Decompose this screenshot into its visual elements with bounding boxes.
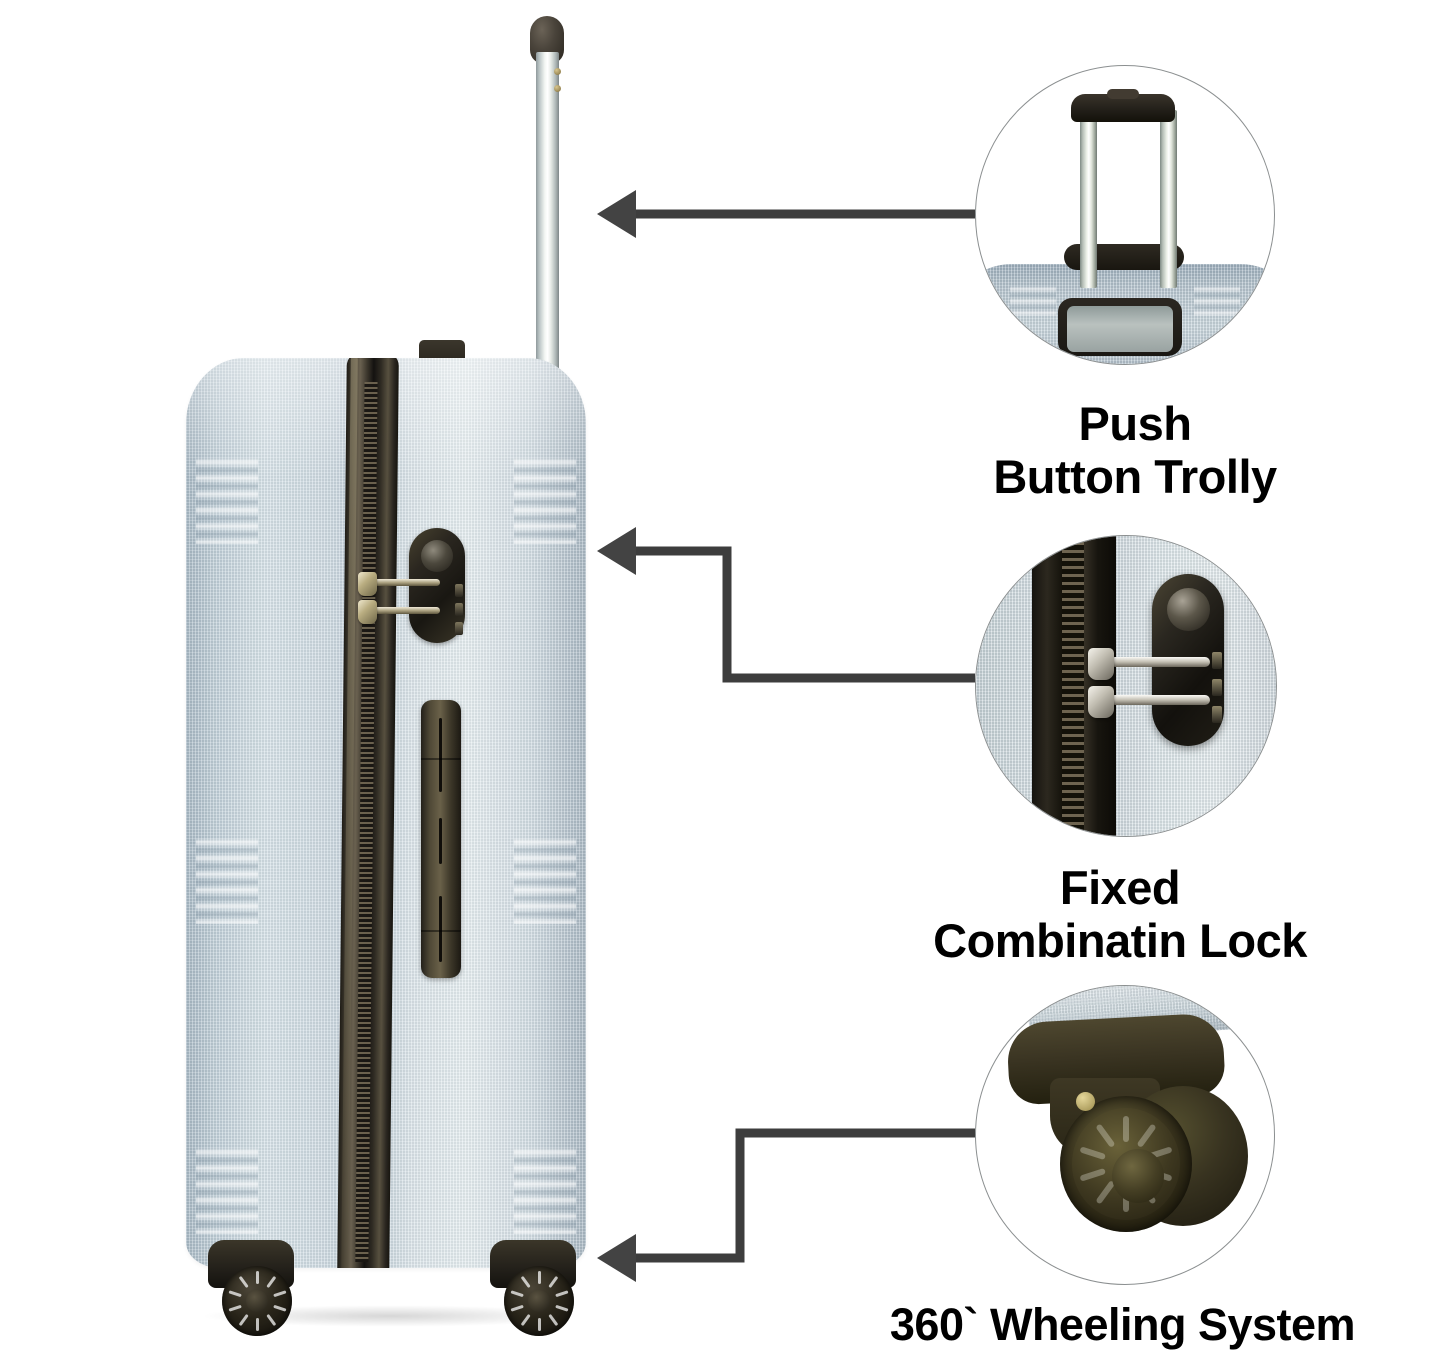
label-line: Fixed [1059, 861, 1181, 914]
callout-zipper-pull-tab [1088, 648, 1114, 680]
handle-seam [421, 930, 461, 932]
wheel-spoke [554, 1290, 568, 1298]
wheel-hub [528, 1290, 550, 1312]
zipper-pull-arm [374, 579, 440, 586]
wheel-spoke [537, 1271, 541, 1284]
trolley-rivet-icon [554, 68, 561, 75]
handle-slot [439, 896, 442, 962]
callout-push-button-trolly [975, 65, 1275, 365]
handle-slot [439, 818, 442, 864]
wheel-spoke [547, 1313, 558, 1327]
feature-label-fixed-combination-lock: Fixed Combinatin Lock [800, 861, 1440, 967]
side-carry-handle [421, 700, 461, 978]
callout-zipper-band [1032, 536, 1116, 836]
wheel-spoke [228, 1290, 242, 1298]
callout-lock-dial-icon [1212, 706, 1222, 723]
shell-rib-group [514, 458, 576, 544]
wheel-spoke [255, 1318, 259, 1331]
callout-handle-tube-left [1080, 110, 1097, 288]
wheel-spoke [238, 1275, 249, 1289]
wheel-spoke [510, 1290, 524, 1298]
callout-shell-background [976, 536, 1276, 836]
callout-wheel-rim [1072, 1108, 1180, 1220]
wheel-spoke [520, 1313, 531, 1327]
zipper-pull-arm [374, 607, 440, 614]
wheel-spoke [537, 1318, 541, 1331]
product-shadow [200, 1305, 580, 1327]
lock-dial-icon [455, 584, 463, 597]
callout-wheel-front-tire [1060, 1096, 1192, 1232]
callout-handle-base-plate [1058, 298, 1182, 356]
callout-wheel-spoke [1079, 1146, 1107, 1161]
wheel-spoke [255, 1271, 259, 1284]
feature-label-360-wheeling-system: 360` Wheeling System [800, 1299, 1445, 1350]
wheel-tire [504, 1266, 574, 1336]
callout-zipper-pull-arm [1110, 657, 1210, 667]
callout-handle-tube-right [1160, 110, 1177, 288]
suitcase-shell [186, 358, 586, 1268]
trolley-rivet-icon [554, 85, 561, 92]
lock-dial-icon [455, 622, 463, 635]
wheel-spoke [547, 1275, 558, 1289]
wheel-spoke [238, 1313, 249, 1327]
wheel-spoke [554, 1304, 568, 1312]
callout-lock-dial-icon [1212, 679, 1222, 696]
wheel-tire [222, 1266, 292, 1336]
callout-wheel-spoke [1123, 1116, 1129, 1142]
zipper-teeth [355, 382, 378, 1262]
callout-zipper-teeth [1062, 536, 1084, 836]
callout-zipper-pull-arm [1110, 695, 1210, 705]
callout-case-rib [1194, 286, 1240, 316]
label-line: Push [1078, 397, 1192, 450]
zipper-seam-strip [337, 358, 399, 1268]
shell-rib-group [196, 1148, 258, 1234]
callout-wheel-hub [1112, 1149, 1164, 1203]
zipper-pull-tab [358, 572, 377, 596]
zipper-pull-tab [358, 600, 377, 624]
wheel-spoke [265, 1275, 276, 1289]
handle-seam [421, 758, 461, 760]
label-line: Button Trolly [993, 449, 1277, 503]
feature-label-push-button-trolly: Push Button Trolly [830, 397, 1440, 503]
shell-rib-group [196, 838, 258, 924]
callout-wheel-spoke [1095, 1123, 1116, 1148]
wheel-spoke [272, 1304, 286, 1312]
callout-lock-push-button-icon [1167, 588, 1210, 631]
callout-lock-dial-icon [1212, 652, 1222, 669]
handle-slot [439, 718, 442, 792]
callout-360-wheeling-system [975, 985, 1275, 1285]
callout-handle-base-inner [1067, 306, 1173, 352]
callout-handle-grip [1071, 89, 1175, 122]
callout-zipper-pull-tab [1088, 686, 1114, 718]
callout-fixed-combination-lock [975, 535, 1277, 837]
trolley-handle-tube [536, 52, 559, 392]
shell-rib-group [514, 838, 576, 924]
callout-case-rib [1010, 286, 1056, 316]
wheel-spoke [272, 1290, 286, 1298]
label-line: Combinatin Lock [933, 913, 1307, 967]
zipper-highlight [341, 358, 358, 1268]
wheel-spoke [265, 1313, 276, 1327]
wheel-spoke [520, 1275, 531, 1289]
callout-wheel-spoke [1136, 1123, 1157, 1148]
callout-wheel-spoke [1079, 1167, 1107, 1182]
shell-rib-group [514, 1148, 576, 1234]
label-line: 360` Wheeling System [889, 1299, 1356, 1350]
lock-push-button-icon [421, 540, 453, 572]
wheel-hub [246, 1290, 268, 1312]
shell-rib-group [196, 458, 258, 544]
lock-dial-icon [455, 603, 463, 616]
callout-wheel-axle-pin-icon [1076, 1092, 1095, 1111]
callout-handle-push-button-icon [1107, 89, 1139, 99]
wheel-spoke [510, 1304, 524, 1312]
wheel-spoke [228, 1304, 242, 1312]
suitcase-product-image [0, 0, 700, 1359]
